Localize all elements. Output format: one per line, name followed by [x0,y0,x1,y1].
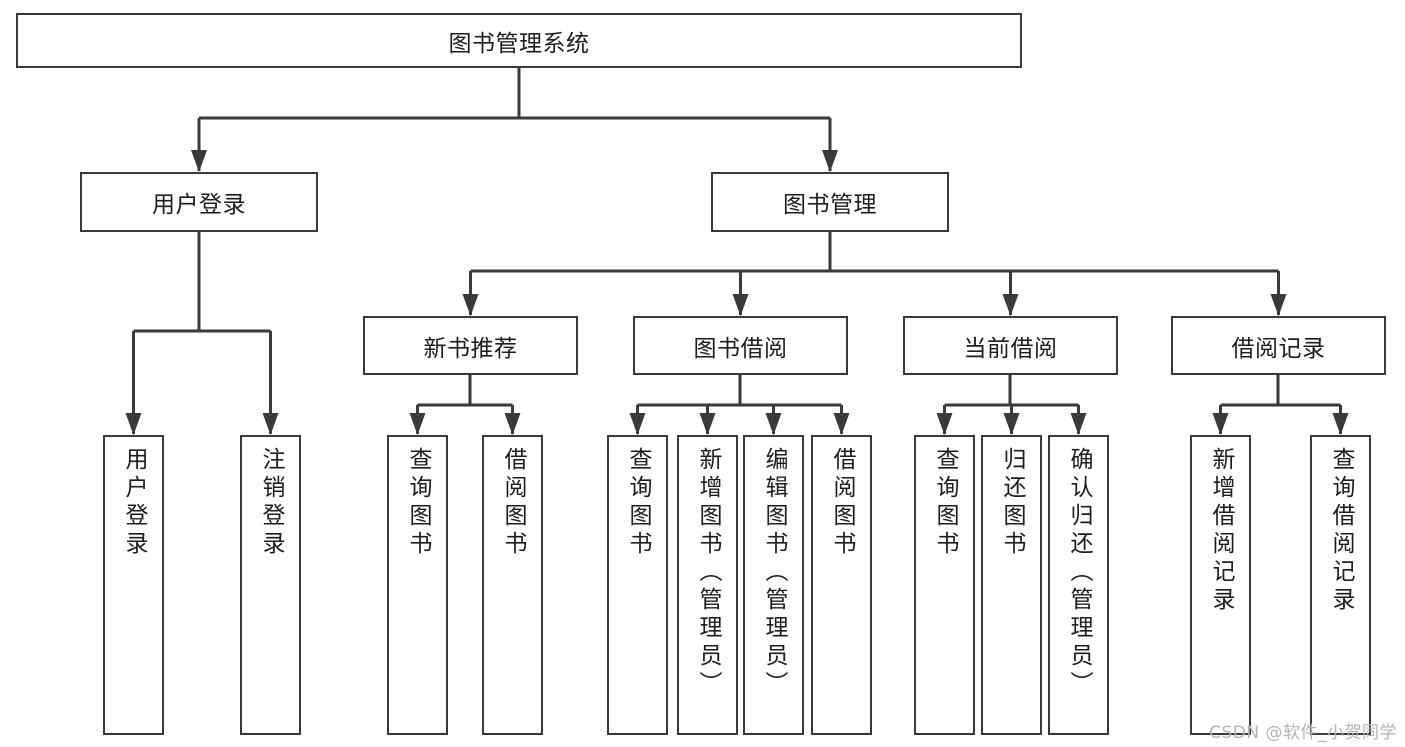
node-borrow[interactable]: 图书借阅 [633,316,848,375]
connector-arrowhead [732,294,749,316]
connector-arrowhead [125,413,142,435]
node-label: 借阅图书 [829,447,855,559]
node-leaf-bw-edit[interactable]: 编辑图书（管理员） [743,435,804,735]
node-label: 查询图书 [625,447,651,559]
node-leaf-rc-query[interactable]: 查询借阅记录 [1310,435,1371,735]
node-label: 借阅图书 [500,447,526,559]
node-leaf-cb-return[interactable]: 归还图书 [981,435,1042,735]
node-label: 借阅记录 [1231,335,1326,362]
node-current[interactable]: 当前借阅 [903,316,1118,375]
node-records[interactable]: 借阅记录 [1171,316,1386,375]
connector-arrowhead [699,413,716,435]
node-label: 图书借阅 [693,335,788,362]
node-label: 查询图书 [932,447,958,559]
connector-arrowhead [1070,413,1087,435]
node-newbook[interactable]: 新书推荐 [363,316,578,375]
node-leaf-bw-query[interactable]: 查询图书 [607,435,668,735]
node-leaf-user-logout[interactable]: 注销登录 [240,435,301,735]
connector-arrowhead [191,150,207,172]
node-leaf-nb-borrow[interactable]: 借阅图书 [482,435,543,735]
node-root[interactable]: 图书管理系统 [16,13,1022,68]
node-label: 用户登录 [152,192,246,218]
node-login[interactable]: 用户登录 [80,172,318,232]
connector-arrowhead [629,413,646,435]
node-leaf-rc-add[interactable]: 新增借阅记录 [1190,435,1251,735]
node-label: 确认归还（管理员） [1066,447,1092,699]
node-leaf-cb-query[interactable]: 查询图书 [914,435,975,735]
connector-arrowhead [833,413,850,435]
connector-arrowhead [1332,413,1349,435]
connector-arrowhead [1212,413,1229,435]
node-label: 新书推荐 [423,335,518,362]
connector-arrowhead [765,413,782,435]
connector-arrowhead [462,294,479,316]
node-label: 查询借阅记录 [1328,447,1354,615]
connector-arrowhead [822,150,838,172]
connector-arrowhead [1003,413,1020,435]
node-label: 图书管理 [783,192,877,218]
node-leaf-bw-borrow[interactable]: 借阅图书 [811,435,872,735]
node-label: 注销登录 [258,447,284,559]
connector-arrowhead [936,413,953,435]
node-leaf-nb-query[interactable]: 查询图书 [387,435,448,735]
node-label: 归还图书 [999,447,1025,559]
node-leaf-cb-confirm[interactable]: 确认归还（管理员） [1048,435,1109,735]
connector-arrowhead [262,413,279,435]
connector-arrowhead [409,413,426,435]
node-bookmgmt[interactable]: 图书管理 [711,172,949,232]
node-label: 编辑图书（管理员） [761,447,787,699]
watermark: CSDN @软件_小贺同学 [1209,723,1397,743]
connector-arrowhead [1270,294,1287,316]
node-label: 图书管理系统 [448,30,590,57]
connector-arrowhead [504,413,521,435]
node-label: 当前借阅 [963,335,1058,362]
node-label: 新增借阅记录 [1208,447,1234,615]
node-label: 用户登录 [121,447,147,559]
node-leaf-user-login[interactable]: 用户登录 [103,435,164,735]
node-label: 新增图书（管理员） [695,447,721,699]
node-leaf-bw-add[interactable]: 新增图书（管理员） [677,435,738,735]
node-label: 查询图书 [405,447,431,559]
connector-arrowhead [1002,294,1019,316]
